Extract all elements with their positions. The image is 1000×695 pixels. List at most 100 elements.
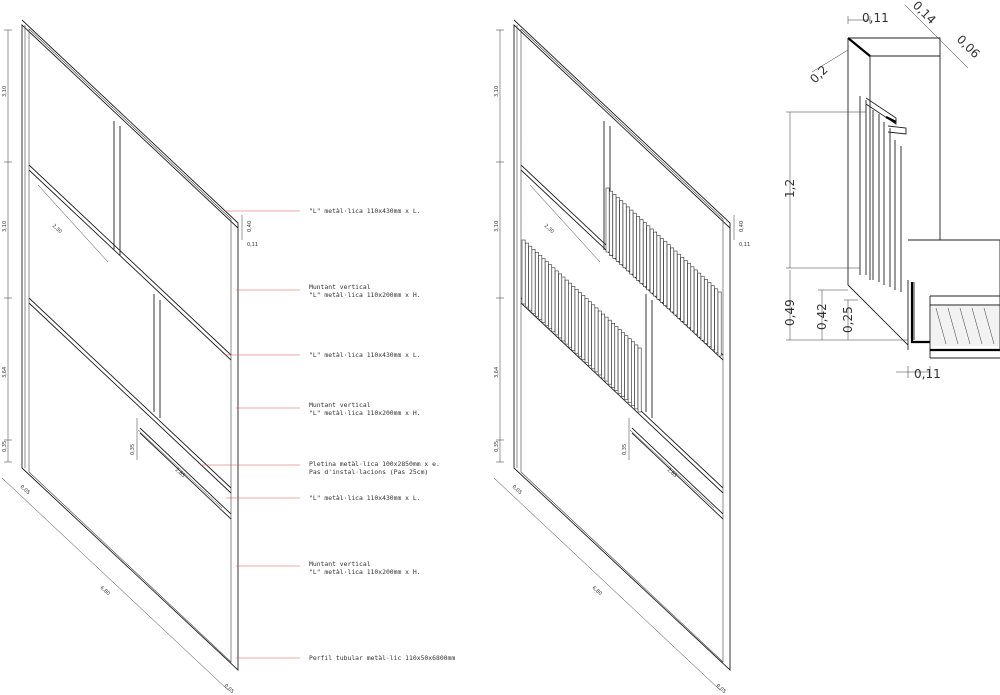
left-beam-1 <box>28 164 232 361</box>
louver-slat <box>693 269 698 335</box>
louver-slat <box>541 258 546 323</box>
middle-outer-frame <box>513 23 731 672</box>
middle-inner-frame <box>520 28 724 663</box>
note-5-line-2: Pas d'instal·lacions (Pas 25cm) <box>309 468 428 476</box>
dim-top-offset <box>939 39 969 69</box>
middle-dim-v2: 3,10 <box>494 221 500 232</box>
dim-low-1 <box>786 270 908 341</box>
middle-top-cap <box>513 19 731 228</box>
louver-slat <box>564 279 569 345</box>
dim-top-depth-label: 0,14 <box>910 0 939 27</box>
louver-slat <box>612 194 617 259</box>
dim-height-label: 1,2 <box>783 179 797 198</box>
louver-slat <box>687 263 692 328</box>
detail-fin-1 <box>859 96 867 275</box>
note-4-line-1: Muntant vertical <box>309 401 371 409</box>
left-inner-frame <box>28 28 232 663</box>
detail-fin-4 <box>894 140 902 292</box>
detail-top-cap <box>847 37 940 57</box>
louver-slat <box>646 225 651 291</box>
louver-slat <box>656 235 661 300</box>
detail-wall-faces <box>847 38 871 285</box>
note-5-line-1: Pletina metàl·lica 100x2850mm x e. <box>309 460 440 468</box>
left-elevation: 3,10 3,10 3,64 0,35 2,30 2,85 0,35 0,40 … <box>1 19 300 695</box>
dim-top-width-label: 0,11 <box>862 11 889 25</box>
louver-slat <box>622 203 627 269</box>
left-dim-b1: 0,05 <box>19 484 31 496</box>
note-2-line-2: "L" metàl·lica 110x200mm x H. <box>309 291 421 299</box>
louver-slat <box>581 295 586 360</box>
louver-slat <box>528 245 533 311</box>
note-3-line-1: "L" metàl·lica 110x430mm x L. <box>309 351 421 359</box>
middle-dim-diag-2 <box>629 429 715 509</box>
louver-slat <box>624 335 629 401</box>
louver-slat <box>594 307 599 373</box>
dim-low-1-label: 0,49 <box>783 299 797 326</box>
dim-top-offset-label: 0,06 <box>954 32 983 61</box>
left-mullion-1 <box>113 121 121 256</box>
louver-slat <box>676 253 681 319</box>
left-dim-bottom <box>1 477 229 691</box>
louver-slat <box>597 310 602 376</box>
louver-slat <box>707 282 712 347</box>
left-beam-3 <box>139 427 232 520</box>
dim-slope <box>811 49 849 73</box>
middle-dim-i1: 2,30 <box>543 223 555 235</box>
louver-slat <box>574 289 579 354</box>
louver-slat <box>577 292 582 357</box>
louver-slat <box>538 255 543 320</box>
left-mullion-2 <box>153 294 161 418</box>
detail-fin-2 <box>872 110 880 282</box>
louver-slat <box>653 231 658 297</box>
note-7-line-1: Muntant vertical <box>309 560 371 568</box>
note-1-line-1: "L" metàl·lica 110x430mm x L. <box>309 207 421 215</box>
louver-slat <box>710 285 715 351</box>
dim-height <box>786 111 866 269</box>
louver-slat <box>524 242 529 308</box>
louver-slat <box>548 264 553 330</box>
left-dim-v1: 3,10 <box>2 86 8 97</box>
detail-wall-top <box>848 37 941 241</box>
left-dim-diag-1 <box>37 184 109 263</box>
note-2-line-1: Muntant vertical <box>309 283 371 291</box>
louver-slat <box>690 266 695 332</box>
left-top-cap <box>21 19 239 228</box>
louver-slat <box>714 288 719 354</box>
left-dim-i4: 0,40 <box>247 221 253 232</box>
middle-dim-diag-1 <box>529 184 601 263</box>
louver-slat <box>626 206 630 272</box>
louver-slat <box>551 267 556 333</box>
middle-beam-3 <box>631 427 724 520</box>
detail-slab <box>929 295 1000 359</box>
louver-slat <box>591 304 596 370</box>
middle-dim-v1: 3,10 <box>494 86 500 97</box>
louver-slat <box>704 279 708 344</box>
middle-dim-v3: 3,64 <box>494 367 500 378</box>
louver-slat <box>587 301 592 367</box>
left-beam-2 <box>28 297 232 494</box>
left-dim-b2: 6,80 <box>99 585 111 597</box>
left-outer-frame <box>21 23 239 672</box>
left-dim-i5: 0,11 <box>247 242 258 248</box>
louver-slat <box>629 209 634 275</box>
louver-slat <box>632 212 637 278</box>
left-dim-b3: 0,05 <box>223 683 235 695</box>
louver-slat <box>639 219 644 284</box>
louver-slat <box>673 250 678 316</box>
louver-slat <box>680 256 685 322</box>
louver-slat <box>521 239 526 305</box>
note-7-line-2: "L" metàl·lica 110x200mm x H. <box>309 568 421 576</box>
louver-slat <box>571 285 576 351</box>
louver-slat <box>636 216 641 281</box>
middle-dim-bottom <box>493 477 721 691</box>
detail-base-thick <box>910 282 930 344</box>
louver-slat <box>561 276 566 342</box>
louver-slat <box>619 200 624 265</box>
note-4-line-2: "L" metàl·lica 110x200mm x H. <box>309 409 421 417</box>
louver-slat <box>534 252 539 317</box>
louver-slat <box>531 249 536 314</box>
middle-dim-i3: 0,35 <box>622 444 628 455</box>
louver-slat <box>634 344 639 410</box>
louver-slat <box>615 197 620 262</box>
